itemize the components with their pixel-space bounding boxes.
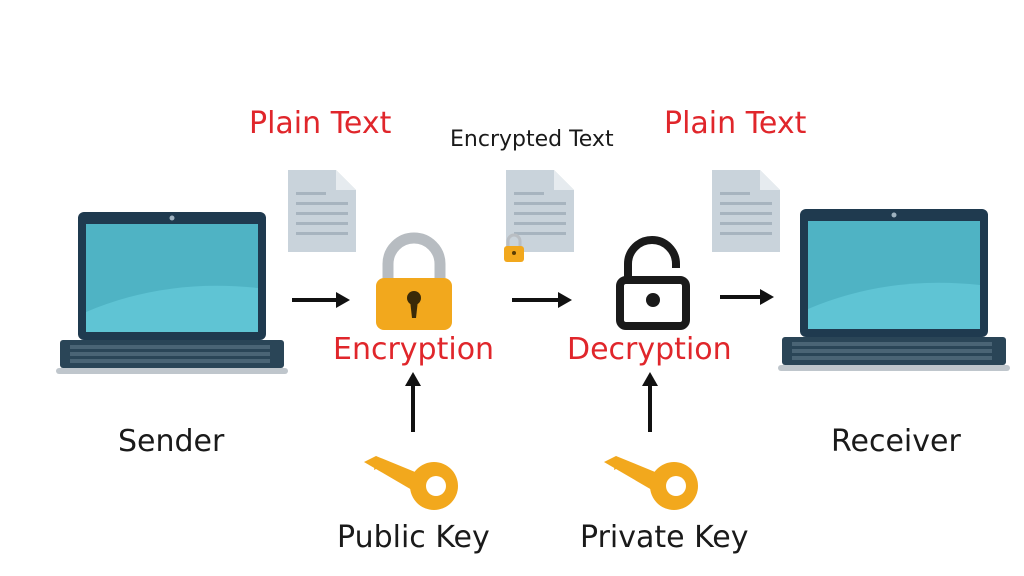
arrow-encryption-to-decryption-icon <box>512 292 572 308</box>
small-lock-icon <box>504 233 524 262</box>
decryption-label: Decryption <box>567 332 732 367</box>
receiver-laptop-icon <box>778 209 1010 371</box>
arrow-public-key-up-icon <box>405 372 421 432</box>
plain-document-right-icon <box>712 170 780 252</box>
arrow-private-key-up-icon <box>642 372 658 432</box>
sender-label: Sender <box>118 424 225 459</box>
public-key-icon <box>364 456 458 510</box>
arrow-decryption-to-receiver-icon <box>720 289 774 305</box>
plain-text-left-label: Plain Text <box>249 106 392 141</box>
public-key-label: Public Key <box>337 520 490 555</box>
private-key-label: Private Key <box>580 520 749 555</box>
arrow-sender-to-encryption-icon <box>292 292 350 308</box>
lock-icon <box>376 232 452 330</box>
private-key-icon <box>604 456 698 510</box>
plain-document-left-icon <box>288 170 356 252</box>
encryption-label: Encryption <box>333 332 495 367</box>
encrypted-document-icon <box>504 170 574 262</box>
plain-text-right-label: Plain Text <box>664 106 807 141</box>
sender-laptop-icon <box>56 212 288 374</box>
unlock-icon <box>616 236 690 330</box>
receiver-label: Receiver <box>831 424 961 459</box>
encrypted-text-label: Encrypted Text <box>450 127 614 152</box>
